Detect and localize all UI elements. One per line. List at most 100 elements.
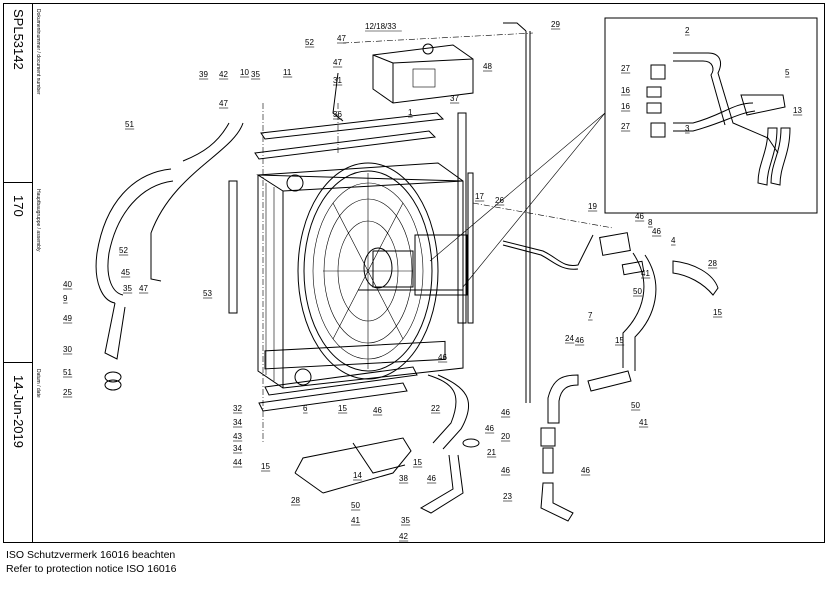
callout-50: 50 bbox=[351, 501, 360, 510]
right-hoses bbox=[502, 232, 719, 392]
callout-41: 41 bbox=[641, 269, 650, 278]
date-cell: 14-Jun-2019 Datum / date bbox=[3, 363, 41, 543]
callout-43: 43 bbox=[233, 432, 242, 441]
callout-53: 53 bbox=[203, 289, 212, 298]
callout-51: 51 bbox=[63, 368, 72, 377]
callout-41: 41 bbox=[351, 516, 360, 525]
callout-35: 35 bbox=[123, 284, 132, 293]
callout-47: 47 bbox=[337, 34, 346, 43]
callout-15: 15 bbox=[338, 404, 347, 413]
callout-30: 30 bbox=[63, 345, 72, 354]
expansion-tank bbox=[372, 43, 474, 104]
callout-10: 10 bbox=[240, 68, 249, 77]
mounting-strips bbox=[228, 22, 531, 412]
callout-16: 16 bbox=[621, 102, 630, 111]
callout-50: 50 bbox=[633, 287, 642, 296]
callout-52: 52 bbox=[305, 38, 314, 47]
callout-14: 14 bbox=[353, 471, 362, 480]
callout-28: 28 bbox=[708, 259, 717, 268]
callout-47: 47 bbox=[333, 58, 342, 67]
callout-39: 39 bbox=[199, 70, 208, 79]
callout-46: 46 bbox=[575, 336, 584, 345]
callout-1: 1 bbox=[408, 108, 413, 117]
callout-23: 23 bbox=[503, 492, 512, 501]
callout-46: 46 bbox=[501, 466, 510, 475]
callout-27: 27 bbox=[621, 64, 630, 73]
callout-35: 35 bbox=[251, 70, 260, 79]
callout-32: 32 bbox=[233, 404, 242, 413]
callout-40: 40 bbox=[63, 280, 72, 289]
protection-notice: ISO Schutzvermerk 16016 beachten Refer t… bbox=[6, 548, 176, 576]
title-block: SPL53142 Dokumentnummer / document numbe… bbox=[3, 3, 41, 543]
callout-7: 7 bbox=[588, 311, 593, 320]
doc-number-cell: SPL53142 Dokumentnummer / document numbe… bbox=[3, 3, 41, 183]
callout-46: 46 bbox=[501, 408, 510, 417]
notice-line-1: ISO Schutzvermerk 16016 beachten bbox=[6, 549, 176, 561]
callout-4: 4 bbox=[671, 236, 676, 245]
detail-inset bbox=[429, 17, 818, 288]
callout-5: 5 bbox=[785, 68, 790, 77]
callout-24: 24 bbox=[565, 334, 574, 343]
callout-9: 9 bbox=[63, 294, 68, 303]
callout-46: 46 bbox=[485, 424, 494, 433]
callout-12-18-33: 12/18/33 bbox=[365, 22, 397, 31]
notice-line-2: Refer to protection notice ISO 16016 bbox=[6, 563, 177, 575]
callout-51: 51 bbox=[125, 120, 134, 129]
callout-28: 28 bbox=[291, 496, 300, 505]
callout-46: 46 bbox=[635, 212, 644, 221]
callout-47: 47 bbox=[139, 284, 148, 293]
callout-47: 47 bbox=[219, 99, 228, 108]
callout-42: 42 bbox=[399, 532, 408, 541]
callout-27: 27 bbox=[621, 122, 630, 131]
bottom-hoses bbox=[294, 374, 579, 522]
assembly-cell: 170 Hauptbaugruppe / assembly bbox=[3, 183, 41, 363]
callout-52: 52 bbox=[119, 246, 128, 255]
callout-46: 46 bbox=[652, 227, 661, 236]
callout-49: 49 bbox=[63, 314, 72, 323]
callout-20: 20 bbox=[501, 432, 510, 441]
callout-15: 15 bbox=[615, 336, 624, 345]
callout-35: 35 bbox=[401, 516, 410, 525]
callout-17: 17 bbox=[475, 192, 484, 201]
callout-25: 25 bbox=[63, 388, 72, 397]
callout-15: 15 bbox=[713, 308, 722, 317]
callout-26: 26 bbox=[495, 196, 504, 205]
doc-number: SPL53142 bbox=[11, 9, 26, 70]
callout-46: 46 bbox=[438, 353, 447, 362]
callout-42: 42 bbox=[219, 70, 228, 79]
callout-2: 2 bbox=[685, 26, 690, 35]
callout-46: 46 bbox=[581, 466, 590, 475]
callout-21: 21 bbox=[487, 448, 496, 457]
callout-29: 29 bbox=[551, 20, 560, 29]
callout-22: 22 bbox=[431, 404, 440, 413]
callout-38: 38 bbox=[399, 474, 408, 483]
callout-3: 3 bbox=[685, 124, 690, 133]
callout-15: 15 bbox=[413, 458, 422, 467]
callout-15: 15 bbox=[261, 462, 270, 471]
callout-6: 6 bbox=[303, 404, 308, 413]
callout-44: 44 bbox=[233, 458, 242, 467]
left-hoses bbox=[95, 72, 344, 391]
callout-48: 48 bbox=[483, 62, 492, 71]
center-lines bbox=[262, 32, 614, 443]
fan-assembly bbox=[297, 162, 468, 380]
callout-36: 36 bbox=[333, 110, 342, 119]
assembly-number: 170 bbox=[11, 195, 26, 217]
callout-34: 34 bbox=[233, 418, 242, 427]
callout-34: 34 bbox=[233, 444, 242, 453]
callout-19: 19 bbox=[588, 202, 597, 211]
callout-45: 45 bbox=[121, 268, 130, 277]
callout-37: 37 bbox=[450, 94, 459, 103]
callout-50: 50 bbox=[631, 401, 640, 410]
callout-13: 13 bbox=[793, 106, 802, 115]
callout-8: 8 bbox=[648, 218, 653, 227]
callout-46: 46 bbox=[373, 406, 382, 415]
callout-31: 31 bbox=[333, 76, 342, 85]
radiator-assembly bbox=[256, 162, 464, 389]
callout-46: 46 bbox=[427, 474, 436, 483]
callout-11: 11 bbox=[283, 68, 292, 77]
callout-16: 16 bbox=[621, 86, 630, 95]
callout-41: 41 bbox=[639, 418, 648, 427]
